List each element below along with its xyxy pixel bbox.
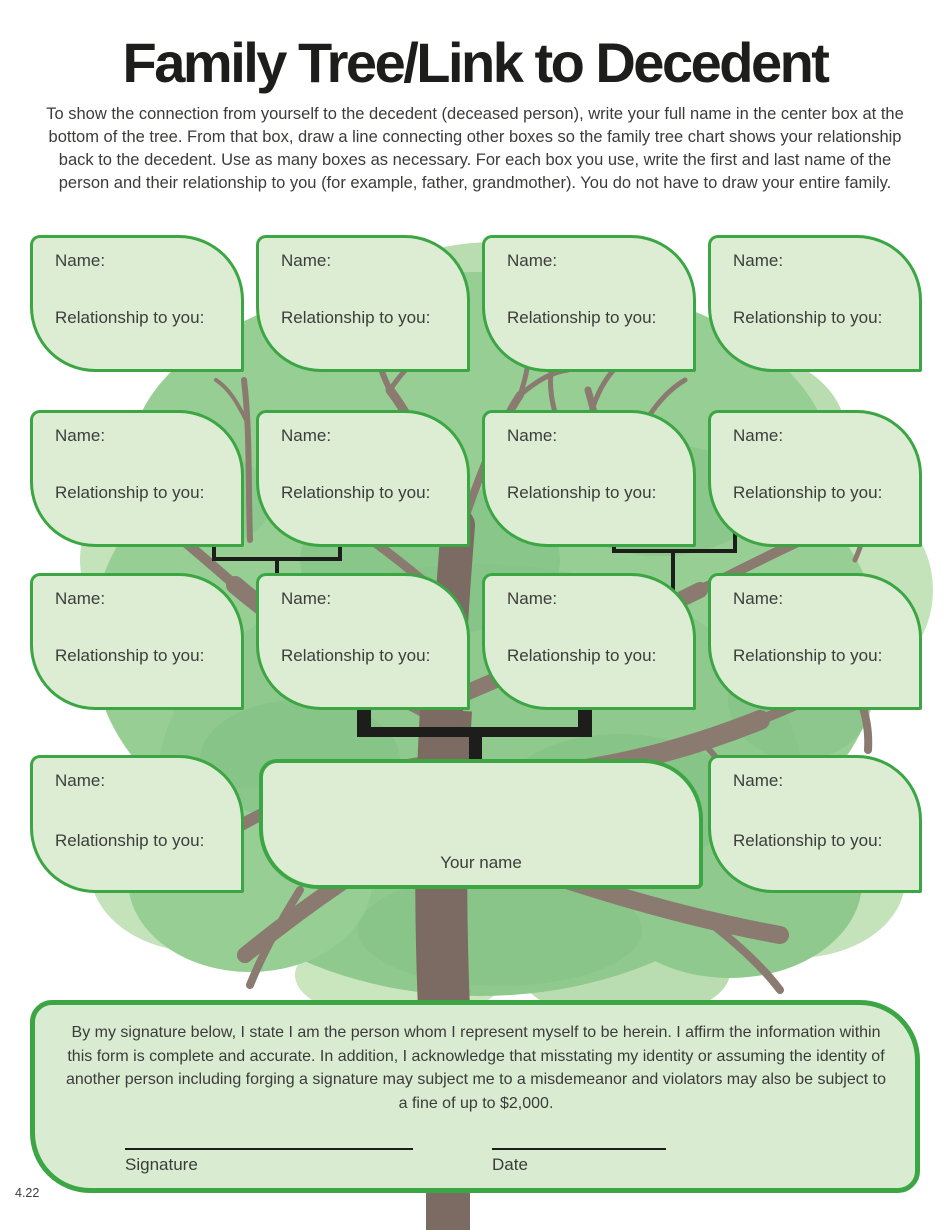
connector-right-drop [671,549,675,591]
connector-center-tick-a [357,709,371,737]
name-label: Name: [507,426,558,445]
relationship-label: Relationship to you: [55,646,205,665]
signature-section: By my signature below, I state I am the … [30,1000,920,1193]
connector-center-drop [469,727,482,761]
member-box-r2c4[interactable]: Name: Relationship to you: [708,410,922,547]
connector-left-tick-a [212,546,216,561]
name-label: Name: [55,251,106,270]
affirmation-statement: By my signature below, I state I am the … [65,1024,886,1112]
your-name-box[interactable]: Your name [259,759,703,889]
member-box-r2c1[interactable]: Name: Relationship to you: [30,410,244,547]
name-label: Name: [281,251,332,270]
relationship-label: Relationship to you: [507,483,657,502]
member-box-r4c1[interactable]: Name: Relationship to you: [30,755,244,893]
name-label: Name: [733,771,784,790]
member-box-r1c4[interactable]: Name: Relationship to you: [708,235,922,372]
connector-right-tick-a [612,543,616,553]
member-box-r3c4[interactable]: Name: Relationship to you: [708,573,922,710]
member-box-r1c1[interactable]: Name: Relationship to you: [30,235,244,372]
relationship-label: Relationship to you: [733,308,883,327]
connector-left-tick-b [338,546,342,561]
name-label: Name: [733,251,784,270]
name-label: Name: [55,589,106,608]
signature-label: Signature [125,1155,198,1174]
relationship-label: Relationship to you: [507,646,657,665]
member-box-r1c2[interactable]: Name: Relationship to you: [256,235,470,372]
member-box-r1c3[interactable]: Name: Relationship to you: [482,235,696,372]
name-label: Name: [733,426,784,445]
name-label: Name: [281,589,332,608]
relationship-label: Relationship to you: [281,646,431,665]
member-box-r4c4[interactable]: Name: Relationship to you: [708,755,922,893]
relationship-label: Relationship to you: [507,308,657,327]
relationship-label: Relationship to you: [733,646,883,665]
name-label: Name: [55,426,106,445]
member-box-r2c3[interactable]: Name: Relationship to you: [482,410,696,547]
member-box-r3c1[interactable]: Name: Relationship to you: [30,573,244,710]
member-box-r2c2[interactable]: Name: Relationship to you: [256,410,470,547]
name-label: Name: [507,589,558,608]
date-line[interactable] [492,1148,666,1150]
signature-line[interactable] [125,1148,413,1150]
name-label: Name: [733,589,784,608]
member-box-r3c2[interactable]: Name: Relationship to you: [256,573,470,710]
name-label: Name: [55,771,106,790]
connector-left-drop [275,557,279,575]
connector-center-tick-b [578,709,592,737]
name-label: Name: [281,426,332,445]
relationship-label: Relationship to you: [733,831,883,850]
member-box-r3c3[interactable]: Name: Relationship to you: [482,573,696,710]
relationship-label: Relationship to you: [281,483,431,502]
relationship-label: Relationship to you: [55,483,205,502]
your-name-label: Your name [440,853,522,872]
relationship-label: Relationship to you: [55,831,205,850]
instructions-text: To show the connection from yourself to … [46,105,904,192]
connector-right-tick-b [733,533,737,553]
date-label: Date [492,1155,528,1174]
page-title: Family Tree/Link to Decedent [122,31,830,94]
relationship-label: Relationship to you: [281,308,431,327]
relationship-label: Relationship to you: [733,483,883,502]
form-version: 4.22 [15,1186,40,1200]
relationship-label: Relationship to you: [55,308,205,327]
name-label: Name: [507,251,558,270]
